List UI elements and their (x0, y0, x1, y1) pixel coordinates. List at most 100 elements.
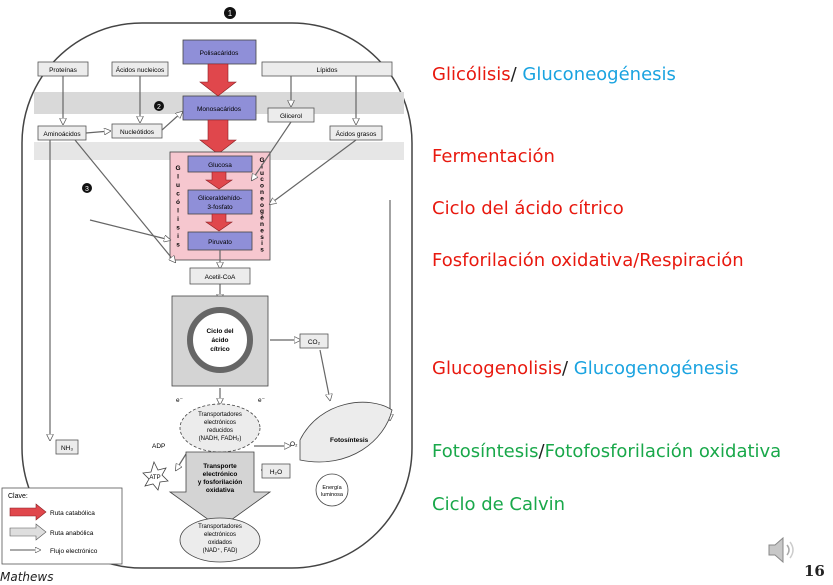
catabolic-arrow-3 (205, 171, 233, 190)
label-glucogenogenesis: Glucogenogénesis (568, 358, 739, 379)
box-lipidos (261, 61, 393, 77)
label-transporte-2: electrónico (203, 471, 238, 478)
vertical-letter: s (260, 247, 264, 254)
label-transporte-4: oxidativa (206, 487, 235, 494)
vertical-letter: e (260, 195, 264, 202)
box-acetil-coa (189, 267, 251, 285)
marker-3-label: 3 (85, 186, 89, 193)
vertical-letter: G (259, 157, 264, 164)
leaf-icon (299, 401, 393, 463)
legend-anabolic-arrow (9, 523, 47, 541)
label-fotosintesis-group: Fotosíntesis/Fotofosforilación oxidativa (432, 441, 781, 462)
vertical-letter: l (177, 174, 179, 181)
label-adp: ADP (152, 443, 165, 450)
vertical-letter: l (261, 163, 263, 170)
label-trans-ox-3: oxidados (208, 540, 232, 546)
box-nh3 (55, 439, 79, 455)
label-ciclo-3: cítrico (210, 346, 230, 353)
label-e1: e⁻ (176, 397, 184, 404)
label-piruvato: Piruvato (208, 239, 232, 246)
label-proteinas: Proteínas (49, 67, 78, 74)
vertical-letter: c (176, 191, 180, 198)
label-co2: CO₂ (308, 339, 321, 346)
label-nh3: NH₃ (61, 445, 73, 452)
vertical-letter: l (177, 208, 179, 215)
label-polisacaridos: Polisacáridos (200, 50, 239, 57)
label-trans-ox-1: Transportadores (198, 524, 242, 530)
legend-box (1, 487, 123, 565)
label-e2: e⁻ (258, 397, 266, 404)
vertical-letter: G (175, 165, 180, 172)
label-gluconeogenesis: Gluconeogénesis (516, 64, 676, 85)
vertical-letter: s (176, 225, 180, 232)
marker-3 (82, 183, 92, 193)
catabolic-arrow-1 (199, 63, 237, 97)
vertical-letter: u (176, 182, 180, 189)
vertical-letter: g (260, 208, 264, 215)
catabolic-arrow-4 (205, 213, 233, 232)
legend-electron: Flujo electrónico (50, 548, 98, 555)
label-trans-red-4: (NADH, FADH₂) (199, 436, 242, 442)
label-glicolisis-group: Glicólisis/ Gluconeogénesis (432, 64, 676, 85)
page-number: 16 (804, 562, 825, 580)
marker-2 (154, 101, 164, 111)
label-fotosintesis: Fotosíntesis (330, 437, 369, 444)
vertical-letter: s (176, 242, 180, 249)
label-fotosintesis-right: Fotosíntesis (432, 441, 539, 462)
label-slash-3: / (538, 441, 545, 462)
label-trans-red-1: Transportadores (198, 412, 242, 418)
label-ciclo-1: Ciclo del (206, 328, 233, 335)
label-acidos-nucleicos: Ácidos nucleicos (116, 65, 165, 74)
vertical-letter: n (260, 189, 264, 196)
vertical-letter: i (177, 216, 179, 223)
vertical-letter: i (261, 240, 263, 247)
label-ciclo-calvin: Ciclo de Calvin (432, 494, 566, 515)
vertical-label-gluconeogenesis: Gluconeogénesis (259, 157, 264, 254)
box-nucleotidos (111, 123, 163, 139)
label-gliceraldehido-2: 3-fosfato (207, 204, 233, 211)
label-slash-1: / (510, 64, 517, 85)
vertical-letter: ó (176, 199, 180, 206)
label-transporte-1: Transporte (203, 463, 237, 470)
flow-lines (50, 76, 390, 470)
label-o2: O₂ (290, 441, 298, 448)
vertical-letter: o (260, 183, 264, 190)
trans-oxidized (179, 517, 261, 563)
citric-cycle-ring (187, 307, 253, 373)
label-glucogenolisis: Glucogenolisis (432, 358, 562, 379)
speaker-icon[interactable] (765, 535, 799, 565)
label-glucosa: Glucosa (208, 162, 232, 169)
label-energia-1: Energía (322, 485, 342, 491)
label-trans-ox-2: electrónicos (204, 532, 236, 538)
atp-star (142, 460, 169, 491)
box-gliceraldehido (187, 189, 253, 215)
legend-title: Clave: (8, 493, 28, 500)
label-atp: ATP (149, 475, 160, 481)
vertical-letter: e (260, 227, 264, 234)
legend-catabolic: Ruta catabólica (50, 510, 95, 517)
label-acetil-coa: Acetil-CoA (205, 274, 236, 281)
label-ciclo-acido-citrico: Ciclo del ácido cítrico (432, 198, 624, 219)
vertical-letter: o (260, 202, 264, 209)
marker-1-label: 1 (228, 9, 233, 18)
label-slash-2: / (561, 358, 569, 379)
label-aminoacidos: Aminoácidos (43, 131, 81, 138)
label-ciclo-2: ácido (212, 337, 229, 344)
vertical-letter: u (260, 170, 264, 177)
box-co2 (299, 333, 329, 349)
transport-arrow (168, 451, 272, 529)
label-monosacaridos: Monosacáridos (197, 106, 242, 113)
catabolic-arrow-2 (199, 119, 237, 155)
label-h2o: H₂O (270, 469, 282, 476)
label-fotofosforilacion: Fotofosforilación oxidativa (544, 441, 782, 462)
label-fosforilacion: Fosforilación oxidativa/Respiración (432, 250, 744, 271)
label-gliceraldehido-1: Gliceraldehído- (198, 195, 242, 202)
vertical-letter: c (260, 176, 264, 183)
vertical-letter: é (260, 215, 264, 222)
metabolism-diagram: 1 2 3 Proteínas Ácidos nucleicos Lípidos… (1, 7, 413, 569)
label-glicolisis: Glicólisis (432, 64, 511, 85)
marker-2-label: 2 (157, 104, 161, 111)
label-acidos-grasos: Ácidos grasos (336, 129, 378, 138)
marker-1 (224, 7, 236, 19)
